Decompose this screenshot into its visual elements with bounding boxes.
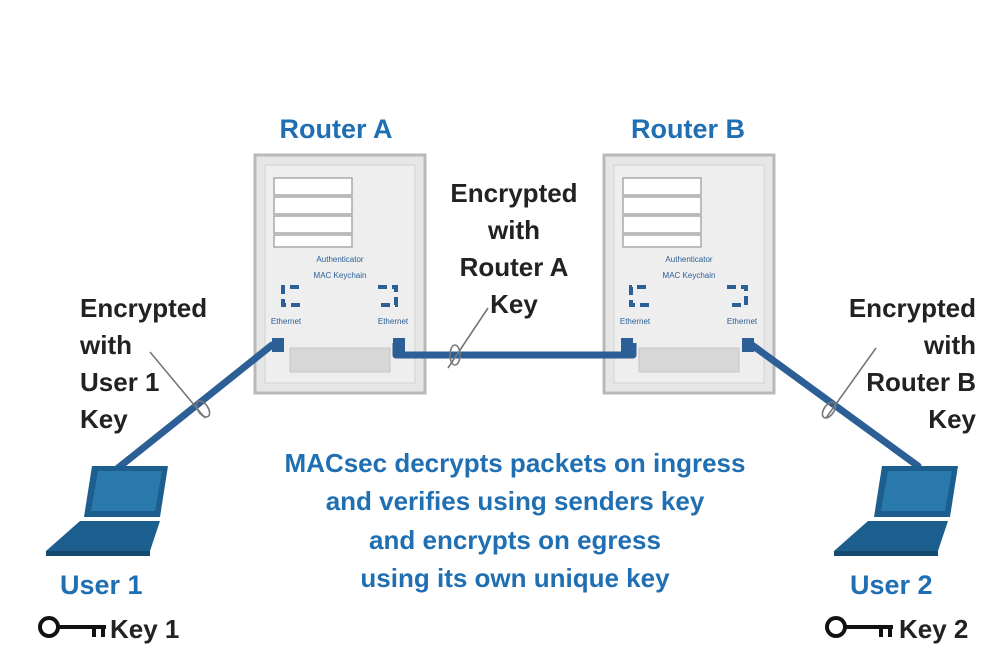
- router-b-inner-label: MAC Keychain: [662, 271, 716, 280]
- laptop-user-2-display: [881, 471, 952, 511]
- router-a: [253, 153, 427, 395]
- router-a-bracket-left: [281, 285, 300, 307]
- router-a-inner-label: MAC Keychain: [313, 271, 367, 280]
- annotation-left-line-4: Key: [80, 403, 128, 434]
- key-icon-user-2: [825, 616, 893, 638]
- macsec-message-line-1: MACsec decrypts packets on ingress: [284, 448, 746, 478]
- router-b-title: Router B: [631, 114, 745, 144]
- macsec-message-line-4: using its own unique key: [360, 563, 670, 594]
- annotation-left-line-2: with: [80, 329, 132, 360]
- macsec-message: MACsec decrypts packets on ingress and v…: [285, 444, 746, 598]
- key-icon-user-1: [38, 616, 106, 638]
- user-2-key-label: Key 2: [899, 614, 969, 644]
- leader-right: [825, 347, 877, 419]
- router-a-port-right-label: Ethernet: [377, 317, 409, 326]
- router-a-port-left: [272, 338, 284, 352]
- leader-right-marker: [821, 401, 837, 419]
- laptop-user-2: [834, 466, 958, 556]
- router-b-panel-label: Authenticator: [665, 255, 713, 264]
- annotation-middle-line-2: with: [488, 214, 540, 245]
- router-a-bracket-right: [378, 285, 398, 307]
- router-a-slots: [273, 177, 353, 248]
- annotation-middle-line-1: Encrypted: [450, 178, 578, 208]
- router-b-port-right-label: Ethernet: [726, 317, 758, 326]
- user-1-key-label: Key 1: [110, 614, 180, 644]
- annotation-middle-link: Encrypted with Router A Key: [450, 175, 577, 323]
- annotation-left-line-3: User 1: [80, 366, 160, 397]
- laptop-user-1-edge: [46, 551, 150, 556]
- laptop-user-2-edge: [834, 551, 938, 556]
- router-b-port-left-label: Ethernet: [619, 317, 651, 326]
- annotation-middle-line-4: Key: [490, 288, 538, 319]
- annotation-right-line-4: Key: [928, 403, 976, 434]
- router-b-bracket-right: [727, 285, 748, 307]
- laptop-user-1: [46, 466, 168, 556]
- annotation-right-link: Encrypted with Router B Key: [849, 290, 976, 438]
- laptop-user-1-display: [91, 471, 162, 511]
- user-2-name: User 2: [850, 570, 933, 600]
- router-a-bottom-bar: [289, 347, 391, 373]
- link-router-a-router-b: [392, 343, 637, 359]
- annotation-right-line-3: Router B: [866, 366, 976, 397]
- router-b-bottom-bar: [638, 347, 740, 373]
- user-1-name: User 1: [60, 570, 143, 600]
- router-b-slots: [622, 177, 702, 248]
- annotation-middle-line-3: Router A: [459, 251, 569, 282]
- leader-left-marker: [195, 400, 211, 418]
- router-b-bracket-left: [629, 285, 649, 307]
- macsec-message-line-2: and verifies using senders key: [325, 486, 705, 517]
- laptop-user-2-base: [834, 521, 948, 551]
- annotation-leaders: [149, 307, 877, 419]
- annotation-left-link: Encrypted with User 1 Key: [80, 290, 207, 438]
- macsec-message-line-3: and encrypts on egress: [369, 524, 661, 555]
- leader-middle: [447, 307, 489, 369]
- router-a-port-left-label: Ethernet: [270, 317, 302, 326]
- router-a-title: Router A: [279, 114, 393, 144]
- annotation-right-line-1: Encrypted: [848, 293, 976, 323]
- leader-middle-marker: [449, 344, 461, 366]
- annotation-right-line-2: with: [924, 329, 976, 360]
- router-a-panel-label: Authenticator: [316, 255, 364, 264]
- laptop-user-1-base: [46, 521, 160, 551]
- annotation-left-line-1: Encrypted: [80, 293, 208, 323]
